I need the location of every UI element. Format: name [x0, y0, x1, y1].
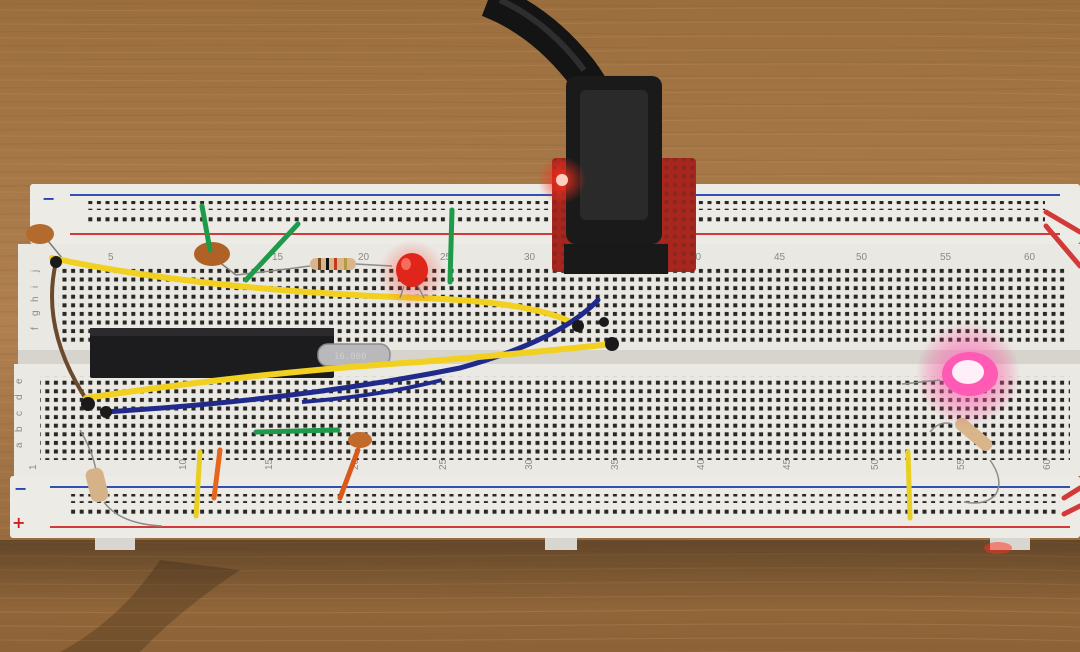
board-feet: [95, 538, 135, 550]
column-number: 40: [696, 458, 707, 470]
terminal-holes-bottom: [40, 376, 1070, 460]
row-letter: e: [14, 378, 25, 384]
column-number: 15: [264, 458, 275, 470]
row-letters-bottom: e d c b a: [14, 378, 25, 448]
column-number: 55: [956, 458, 967, 470]
jumper-green-4: [253, 427, 341, 435]
row-letter: a: [14, 442, 25, 448]
column-number: 20: [358, 252, 370, 263]
column-number: 25: [438, 458, 449, 470]
cable-shadow: [60, 560, 240, 652]
jumper-orange-diag: [337, 447, 361, 501]
column-number: 35: [610, 458, 621, 470]
ceramic-capacitor-middle: [194, 242, 237, 276]
top-minus-sign: −: [42, 189, 55, 208]
row-letter: j: [30, 270, 41, 273]
jumper-yellow-short: [193, 449, 203, 519]
jumper-orange-short: [211, 447, 223, 501]
resistor-bottom-right: [929, 417, 1000, 504]
jumper-green-1: [199, 203, 213, 253]
row-letter: d: [14, 394, 25, 400]
jumper-yellow-right: [905, 449, 913, 521]
column-number: 20: [350, 458, 361, 470]
row-letter: g: [30, 310, 41, 316]
column-number: 60: [1042, 458, 1053, 470]
jumper-green-3: [447, 207, 455, 285]
bottom-plus-sign: +: [12, 513, 25, 532]
bottom-rail-holes-lower: [70, 508, 1060, 517]
ceramic-capacitor-left: [26, 224, 63, 259]
bottom-column-numbers: 1 10 15 20 25 30 35 40 45 50 55 60: [28, 458, 1053, 470]
column-number: 30: [524, 458, 535, 470]
jumper-green-2: [243, 221, 301, 283]
blue-wire-long: [101, 297, 601, 415]
jumper-red-right: [1043, 209, 1080, 517]
column-number: 50: [856, 252, 868, 263]
column-number: 15: [272, 252, 284, 263]
bottom-power-rail-strip: [10, 476, 1080, 538]
wire-ends: [50, 256, 619, 418]
column-number: 30: [524, 252, 536, 263]
board-shadow: [0, 540, 1080, 610]
red-led: [378, 240, 446, 308]
column-number: 25: [440, 252, 452, 263]
column-number: 1: [28, 464, 39, 470]
column-number: 60: [1024, 252, 1036, 263]
column-number: 55: [940, 252, 952, 263]
column-number: 45: [782, 458, 793, 470]
bottom-rail-holes-upper: [70, 494, 1060, 503]
column-number: 5: [108, 252, 114, 263]
row-letter: c: [14, 411, 25, 416]
yellow-wire-long-top: [49, 255, 581, 329]
resistor-top: [235, 258, 393, 276]
row-letter: i: [30, 286, 41, 288]
board-feet: [545, 538, 577, 550]
power-indicator-led: [538, 156, 586, 204]
column-number: 10: [178, 458, 189, 470]
column-number: 45: [774, 252, 786, 263]
microcontroller-chip: [90, 328, 334, 378]
bottom-minus-sign: −: [14, 479, 27, 498]
brown-wire: [50, 261, 90, 404]
crystal-marking: 16.000: [334, 352, 367, 362]
usb-serial-adapter: [552, 76, 696, 274]
ceramic-capacitor-bottom: [348, 432, 372, 448]
row-letter: f: [30, 327, 41, 330]
column-number: 50: [870, 458, 881, 470]
row-letter: b: [14, 426, 25, 432]
row-letter: h: [30, 296, 41, 302]
row-letters-top: j i h g f: [30, 270, 41, 330]
resistor-bottom-left: [79, 429, 163, 527]
pink-led: [901, 322, 1020, 426]
pink-led-glow-bottom: [984, 542, 1012, 554]
yellow-wire-long-bottom: [83, 341, 615, 401]
